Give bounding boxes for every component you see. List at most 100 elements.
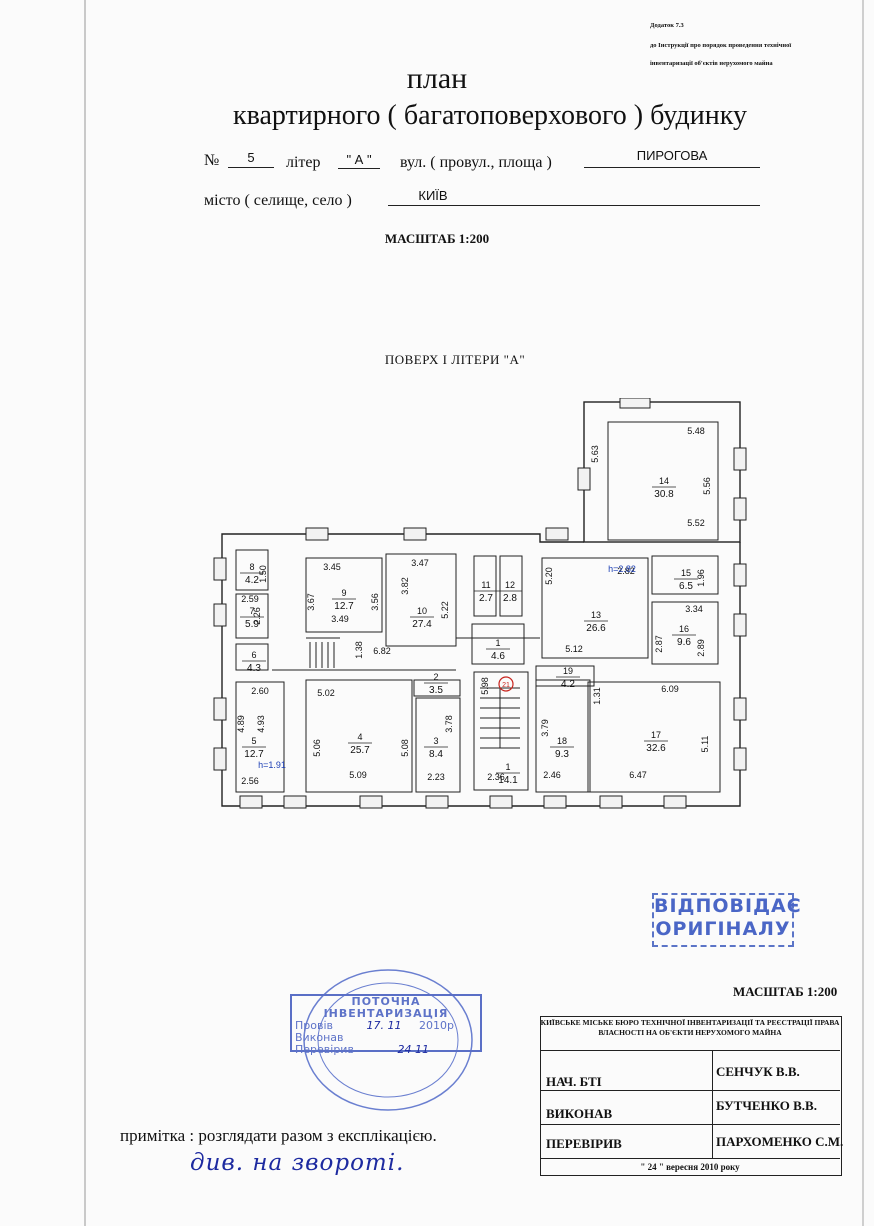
- dimension-label: 6.09: [661, 684, 679, 694]
- dimension-label: 3.82: [400, 577, 410, 595]
- room-area: 8.4: [429, 749, 443, 760]
- dimension-label: 6.47: [629, 770, 647, 780]
- street-label: вул. ( провул., площа ): [400, 154, 552, 171]
- page-right-edge: [862, 0, 864, 1226]
- scale-top: МАСШТАБ 1:200: [384, 231, 490, 246]
- room-number: 1: [505, 762, 510, 772]
- room-area: 6.5: [679, 581, 693, 592]
- table-divider-2: [540, 1090, 840, 1091]
- room-area: 2.8: [503, 593, 517, 604]
- room-number: 1: [495, 638, 500, 648]
- number-label: №: [204, 152, 220, 169]
- dimension-label: 1.31: [592, 687, 602, 705]
- table-date: " 24 " вересня 2010 року: [640, 1162, 740, 1172]
- inventory-stamp-row-3-label: Перевірив: [295, 1043, 354, 1056]
- room-area: 3.5: [429, 685, 443, 696]
- dimension-label: 5.98: [480, 677, 490, 695]
- room-area: 27.4: [412, 619, 432, 630]
- matches-original-line-2: ОРИГІНАЛУ: [655, 918, 791, 940]
- dimension-label: 2.87: [654, 635, 664, 653]
- dimension-label: 5.09: [349, 770, 367, 780]
- dimension-label: 2.23: [427, 772, 445, 782]
- inventory-stamp-row-1: Провів 17. 11 2010р: [292, 1020, 480, 1032]
- table-divider-4: [540, 1158, 840, 1159]
- role-head: НАЧ. БТІ: [546, 1074, 602, 1089]
- dimension-label: 2.46: [543, 770, 561, 780]
- dimension-label: 3.47: [411, 558, 429, 568]
- appendix-line-2: до Інструкції про порядок проведення тех…: [650, 42, 792, 49]
- dimension-label: 3.79: [540, 719, 550, 737]
- dimension-label: 5.02: [317, 688, 335, 698]
- dimension-label: 5.22: [440, 601, 450, 619]
- room-area: 30.8: [654, 489, 674, 500]
- dimension-label: 3.56: [370, 593, 380, 611]
- inventory-stamp-year: 2010р: [419, 1019, 454, 1032]
- matches-original-stamp: ВІДПОВІДАЄ ОРИГІНАЛУ: [652, 893, 801, 947]
- room-number: 3: [433, 736, 438, 746]
- dimension-label: 1.38: [354, 641, 364, 659]
- room-area: 14.1: [498, 775, 518, 786]
- round-seal: [303, 969, 473, 1111]
- table-column-divider: [712, 1050, 713, 1158]
- number-value: 5: [247, 150, 255, 165]
- room-area: 9.6: [677, 637, 691, 648]
- dimension-label: 2.36: [487, 772, 505, 782]
- street-underline: [584, 167, 760, 168]
- room-number: 15: [681, 568, 691, 578]
- dimension-label: 5.52: [687, 518, 705, 528]
- page-left-edge: [84, 0, 86, 1226]
- room-number: 7: [249, 606, 254, 616]
- room-number: 11: [481, 580, 490, 590]
- room-number: 19: [563, 666, 573, 676]
- dimension-label: 3.34: [685, 604, 703, 614]
- room-number: 18: [557, 736, 567, 746]
- dimension-label: 5.08: [400, 739, 410, 757]
- dimension-label: 2.89: [696, 639, 706, 657]
- dimension-label: 2.82: [617, 566, 635, 576]
- room-area: 5.9: [245, 619, 259, 630]
- ceiling-height: h=1.91: [258, 760, 286, 770]
- room-number: 2: [433, 672, 438, 682]
- liter-value: " А ": [346, 152, 372, 167]
- room-number: 4: [357, 732, 362, 742]
- table-divider-1: [540, 1050, 840, 1051]
- plan-walls: [221, 401, 741, 807]
- appendix-line-3: інвентаризації об'єктів нерухомого майна: [650, 60, 773, 67]
- room-area: 26.6: [586, 623, 606, 634]
- plan-windows: [213, 398, 747, 809]
- room-number: 12: [505, 580, 515, 590]
- inventory-stamp-date-hand: 17. 11: [366, 1019, 402, 1032]
- dimension-label: 5.20: [544, 567, 554, 585]
- plan-stairs: [309, 642, 520, 749]
- room-area: 32.6: [646, 743, 666, 754]
- dimension-label: 3.67: [306, 593, 316, 611]
- room-number: 13: [591, 610, 601, 620]
- room-number: 10: [417, 606, 427, 616]
- dimension-label: 2.56: [241, 776, 259, 786]
- appendix-line-1: Додаток 7.3: [650, 22, 684, 29]
- dimension-label: 5.56: [702, 477, 712, 495]
- dimension-label: 3.49: [331, 614, 349, 624]
- inventory-stamp-row-1-label: Провів: [295, 1019, 334, 1032]
- inventory-stamp-title: ПОТОЧНА ІНВЕНТАРИЗАЦІЯ: [323, 995, 449, 1020]
- dimension-label: 2.60: [251, 686, 269, 696]
- handwritten-note: див. на звороті.: [190, 1150, 405, 1176]
- inventory-stamp-row-2: Виконав: [295, 1031, 344, 1044]
- room-area: 4.2: [561, 679, 575, 690]
- stair-marker-circle: [498, 676, 514, 692]
- dimension-label: 4.93: [256, 715, 266, 733]
- inventory-stamp-row-3: Перевірив 24 11: [292, 1044, 480, 1056]
- note: примітка : розглядати разом з експлікаці…: [120, 1126, 437, 1145]
- dimension-label: 6.82: [373, 646, 391, 656]
- role-executor: ВИКОНАВ: [546, 1106, 613, 1121]
- room-area: 12.7: [244, 749, 264, 760]
- name-checker: ПАРХОМЕНКО С.М.: [716, 1134, 844, 1149]
- room-area: 4.2: [245, 575, 259, 586]
- scale-bottom: МАСШТАБ 1:200: [733, 984, 838, 999]
- liter-underline: [338, 168, 380, 169]
- bureau-stamp-table: [540, 1016, 842, 1176]
- name-head: СЕНЧУК В.В.: [716, 1064, 800, 1079]
- room-area: 12.7: [334, 601, 354, 612]
- dimension-label: 5.06: [312, 739, 322, 757]
- room-area: 2.7: [479, 593, 493, 604]
